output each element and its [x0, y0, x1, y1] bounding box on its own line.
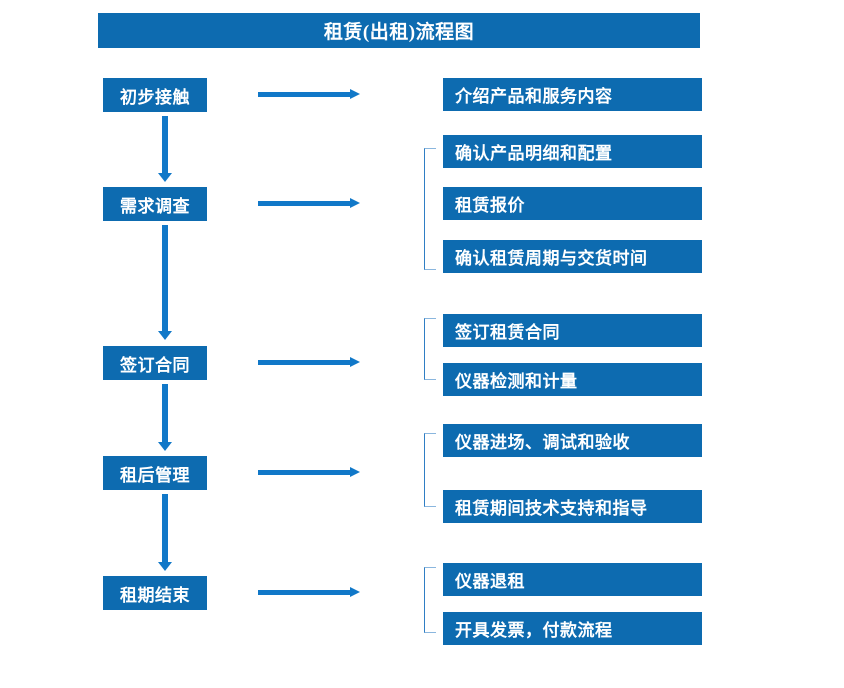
- detail-box-4[interactable]: 确认租赁周期与交货时间: [443, 240, 702, 273]
- down-arrow-icon-2: [158, 225, 172, 340]
- detail-box-1[interactable]: 介绍产品和服务内容: [443, 78, 702, 111]
- bracket-connector-icon-3: [424, 318, 436, 380]
- bracket-connector-icon-4: [424, 433, 436, 507]
- bracket-connector-icon-5: [424, 567, 436, 633]
- detail-box-7[interactable]: 仪器进场、调试和验收: [443, 424, 702, 457]
- detail-box-5[interactable]: 签订租赁合同: [443, 314, 702, 347]
- detail-box-3[interactable]: 租赁报价: [443, 187, 702, 220]
- down-arrow-icon-3: [158, 384, 172, 451]
- detail-box-8[interactable]: 租赁期间技术支持和指导: [443, 490, 702, 523]
- detail-box-6[interactable]: 仪器检测和计量: [443, 363, 702, 396]
- bracket-connector-icon-2: [424, 148, 436, 270]
- stage-box-5[interactable]: 租期结束: [103, 576, 207, 610]
- detail-box-9[interactable]: 仪器退租: [443, 563, 702, 596]
- stage-box-3[interactable]: 签订合同: [103, 346, 207, 380]
- stage-box-2[interactable]: 需求调查: [103, 187, 207, 221]
- page-title: 租赁(出租)流程图: [98, 13, 700, 48]
- detail-box-2[interactable]: 确认产品明细和配置: [443, 135, 702, 168]
- down-arrow-icon-1: [158, 116, 172, 182]
- stage-box-1[interactable]: 初步接触: [103, 78, 207, 112]
- stage-box-4[interactable]: 租后管理: [103, 456, 207, 490]
- detail-box-10[interactable]: 开具发票，付款流程: [443, 612, 702, 645]
- down-arrow-icon-4: [158, 494, 172, 571]
